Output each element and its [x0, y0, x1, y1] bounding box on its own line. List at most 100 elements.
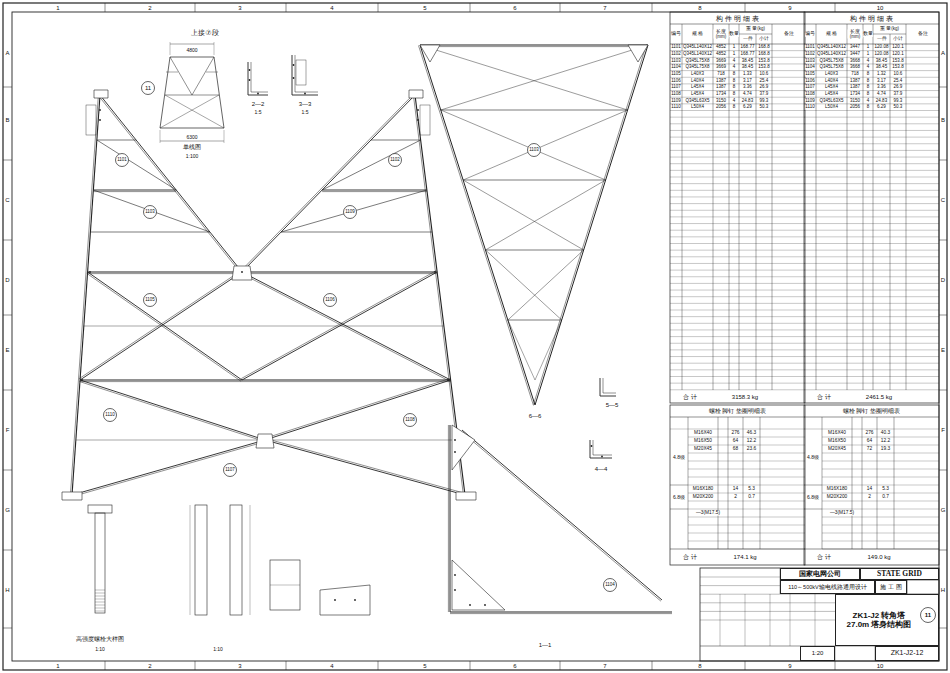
grid-number: 2	[148, 5, 151, 11]
member-line	[206, 72, 218, 73]
table-cell: 168.77	[741, 45, 755, 50]
table-cell: 38.45	[876, 58, 887, 63]
plate	[296, 60, 306, 85]
table-rule	[688, 453, 805, 454]
circle-outline	[116, 154, 129, 167]
grid-letter: A	[5, 50, 9, 56]
detail-title: 高强度螺栓大样图	[76, 637, 124, 643]
table-rule	[729, 24, 730, 390]
table-cell: 1104	[671, 65, 681, 70]
table-rule	[804, 349, 939, 350]
member-line	[251, 92, 268, 93]
member-line	[160, 57, 170, 128]
table-rule	[688, 485, 805, 486]
grid-letter: E	[941, 347, 945, 353]
bolt-dot	[591, 445, 593, 447]
member-line	[441, 45, 648, 110]
grid-letter: E	[5, 347, 9, 353]
table-cell: 8	[867, 85, 870, 90]
node-text: 1105	[145, 297, 155, 302]
table-rule	[670, 163, 805, 164]
table-cell: 4	[867, 58, 870, 63]
circle-outline	[389, 154, 402, 167]
grid-number: 8	[698, 663, 701, 669]
table-cell: 8	[867, 92, 870, 97]
table-rule	[804, 210, 939, 211]
node-text: 11	[925, 612, 931, 619]
table-cell: L40X3	[825, 72, 838, 77]
table-rule	[670, 276, 805, 277]
gusset-plate	[452, 425, 475, 470]
table-cell: 4852	[716, 45, 726, 50]
sheet-border	[3, 3, 947, 670]
angle-member	[241, 94, 414, 271]
table-cell: 8	[867, 105, 870, 110]
table-rule	[670, 150, 805, 151]
grid-number: 3	[238, 663, 241, 669]
table-cell: M16X50	[828, 439, 846, 444]
member-line	[248, 62, 249, 95]
member-line	[214, 57, 224, 128]
circle-outline	[142, 82, 155, 95]
angle-member	[99, 96, 241, 273]
grid-number: 4	[330, 663, 333, 669]
gusset-plate	[628, 45, 648, 62]
table-border	[670, 405, 805, 565]
grid-tick	[745, 3, 746, 12]
table-rule	[804, 276, 939, 277]
table-border	[804, 12, 939, 403]
member-line	[170, 57, 192, 95]
bolt-dot	[89, 271, 91, 273]
sheet-inner-border	[12, 12, 939, 661]
table-rule	[688, 445, 805, 446]
table-rule	[688, 437, 805, 438]
node-text: 1110	[105, 412, 114, 417]
grid-tick	[195, 661, 196, 670]
member-line	[590, 440, 591, 458]
member-line	[90, 232, 209, 233]
table-rule	[670, 303, 805, 304]
scale: 1:10	[95, 647, 105, 652]
table-rule	[688, 477, 805, 478]
table-cell: 1109	[671, 98, 681, 103]
node-text: 1109	[345, 209, 355, 214]
member-line	[590, 458, 612, 459]
grid-tick	[939, 160, 947, 161]
table-cell: 6.29	[877, 105, 886, 110]
table-cell: —3(M17.5)	[830, 511, 854, 516]
member-line	[670, 509, 688, 510]
member-line	[322, 140, 420, 190]
grid-number: 7	[603, 663, 606, 669]
angle-member	[450, 612, 672, 613]
table-rule	[670, 196, 805, 197]
member-line	[535, 320, 562, 380]
table-cell: 26.9	[894, 85, 903, 90]
table-cell: 4	[867, 98, 870, 103]
thread-line	[95, 593, 105, 594]
grid-number: 7	[603, 5, 606, 11]
table-rule	[670, 349, 805, 350]
table-rule	[804, 137, 939, 138]
member-line	[670, 485, 688, 486]
table-cell: 25.4	[760, 78, 769, 83]
grid-number: 9	[788, 663, 791, 669]
table-rule	[822, 517, 939, 518]
table-cell: 46.3	[747, 431, 756, 436]
table-rule	[804, 203, 939, 204]
table-header: 小计	[893, 37, 903, 42]
title-cell: 国家电网公司	[780, 568, 860, 580]
table-rule	[804, 376, 939, 377]
grid-tick	[939, 390, 947, 391]
bolt-dot	[257, 93, 259, 95]
part-tag: 1101	[115, 153, 129, 167]
angle-member	[265, 378, 451, 438]
table-rule	[670, 270, 805, 271]
table-total: 3158.3 kg	[732, 394, 758, 400]
grid-number: 9	[788, 5, 791, 11]
table-cell: —3(M17.5)	[696, 511, 720, 516]
table-cell: 4852	[716, 52, 726, 57]
table-cell: 168.77	[741, 52, 755, 57]
table-cell: 8	[733, 85, 736, 90]
table-rule	[804, 389, 939, 390]
drawing-title-cell: ZK1-J2 转角塔 27.0m 塔身结构图11	[835, 594, 939, 646]
